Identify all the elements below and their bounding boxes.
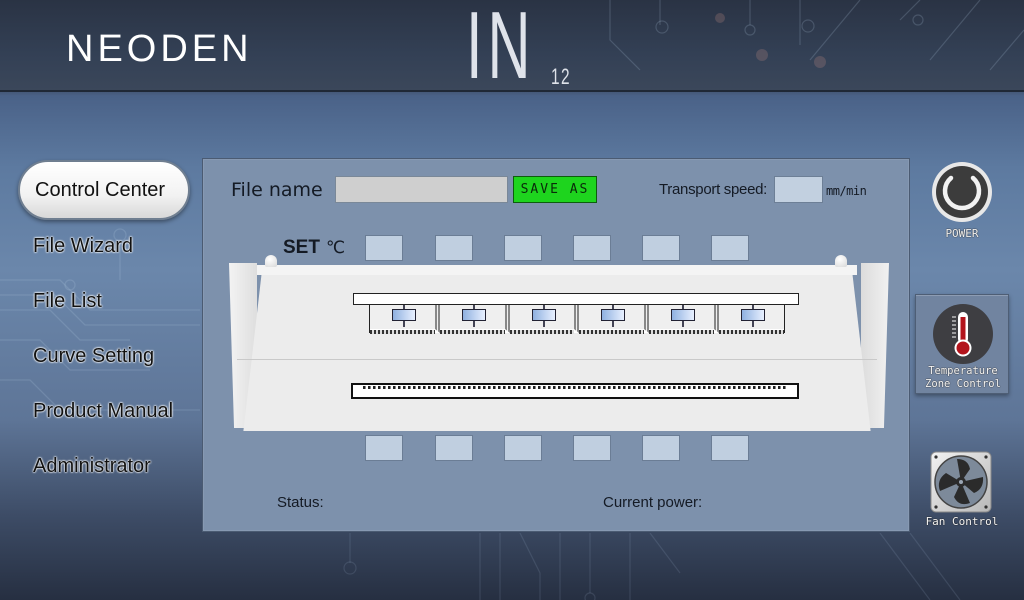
heater-zone-icon — [719, 305, 784, 334]
status-label: Status: — [277, 494, 324, 511]
save-as-button[interactable]: SAVE AS — [513, 176, 597, 203]
heater-zone-icon — [649, 305, 720, 334]
lower-zone-3-input[interactable] — [504, 435, 542, 461]
upper-zone-1-input[interactable] — [365, 235, 403, 261]
oven-knob-right-icon — [835, 255, 847, 267]
oven-body — [243, 265, 871, 431]
temperature-zone-control-button[interactable]: Temperature Zone Control — [915, 294, 1009, 394]
upper-zone-5-input[interactable] — [642, 235, 680, 261]
circuit-decoration-icon — [300, 533, 1024, 600]
upper-zone-2-input[interactable] — [435, 235, 473, 261]
sidebar-item-file-list[interactable]: File List — [33, 289, 102, 312]
upper-zone-6-input[interactable] — [711, 235, 749, 261]
lower-heater-rail — [351, 383, 799, 399]
control-center-panel: File name SAVE AS Transport speed: mm/mi… — [202, 158, 910, 532]
brand-logo: NEODEN — [66, 28, 253, 70]
power-icon — [932, 162, 992, 222]
transport-speed-label: Transport speed: — [659, 181, 768, 198]
fan-control-button[interactable] — [930, 451, 992, 513]
lower-zone-1-input[interactable] — [365, 435, 403, 461]
set-temperature-label: SET℃ — [283, 237, 345, 259]
sidebar-item-curve-setting[interactable]: Curve Setting — [33, 344, 155, 367]
oven-seam — [237, 359, 877, 360]
oven-top-edge — [257, 265, 857, 275]
upper-heater-rail — [353, 293, 799, 305]
file-name-input[interactable] — [335, 176, 508, 203]
heater-zone-icon — [439, 305, 510, 334]
celsius-unit: ℃ — [325, 238, 346, 258]
oven-knob-left-icon — [265, 255, 277, 267]
reflow-oven-diagram — [223, 253, 891, 431]
transport-speed-unit: mm/min — [826, 184, 867, 198]
lower-zone-5-input[interactable] — [642, 435, 680, 461]
thermometer-icon — [933, 304, 993, 364]
temperature-zone-label-line1: Temperature — [928, 365, 998, 377]
sidebar-item-control-center[interactable]: Control Center — [18, 160, 190, 220]
upper-heater-zones — [369, 305, 785, 334]
sidebar-item-product-manual[interactable]: Product Manual — [33, 399, 174, 422]
sidebar-item-file-wizard[interactable]: File Wizard — [33, 234, 134, 257]
temperature-zone-control-label: Temperature Zone Control — [916, 365, 1010, 391]
circuit-decoration-icon — [600, 0, 1024, 90]
model-number: 12 — [551, 64, 571, 89]
fan-icon — [930, 451, 992, 513]
model-logo: IN — [466, 0, 536, 92]
heater-zone-icon — [579, 305, 650, 334]
transport-speed-input[interactable] — [774, 176, 823, 203]
lower-zone-6-input[interactable] — [711, 435, 749, 461]
lower-zone-4-input[interactable] — [573, 435, 611, 461]
temperature-zone-label-line2: Zone Control — [925, 378, 1001, 390]
file-name-label: File name — [231, 179, 323, 201]
power-label: POWER — [945, 227, 979, 240]
set-label-text: SET — [283, 237, 320, 258]
lower-zone-2-input[interactable] — [435, 435, 473, 461]
upper-zone-4-input[interactable] — [573, 235, 611, 261]
heater-zone-icon — [509, 305, 580, 334]
fan-control-label: Fan Control — [925, 515, 999, 528]
power-button[interactable] — [931, 161, 993, 223]
upper-zone-3-input[interactable] — [504, 235, 542, 261]
header-banner: NEODEN IN 12 — [0, 0, 1024, 92]
sidebar-item-administrator[interactable]: Administrator — [33, 454, 151, 477]
current-power-label: Current power: — [603, 494, 703, 511]
heater-zone-icon — [370, 305, 440, 334]
